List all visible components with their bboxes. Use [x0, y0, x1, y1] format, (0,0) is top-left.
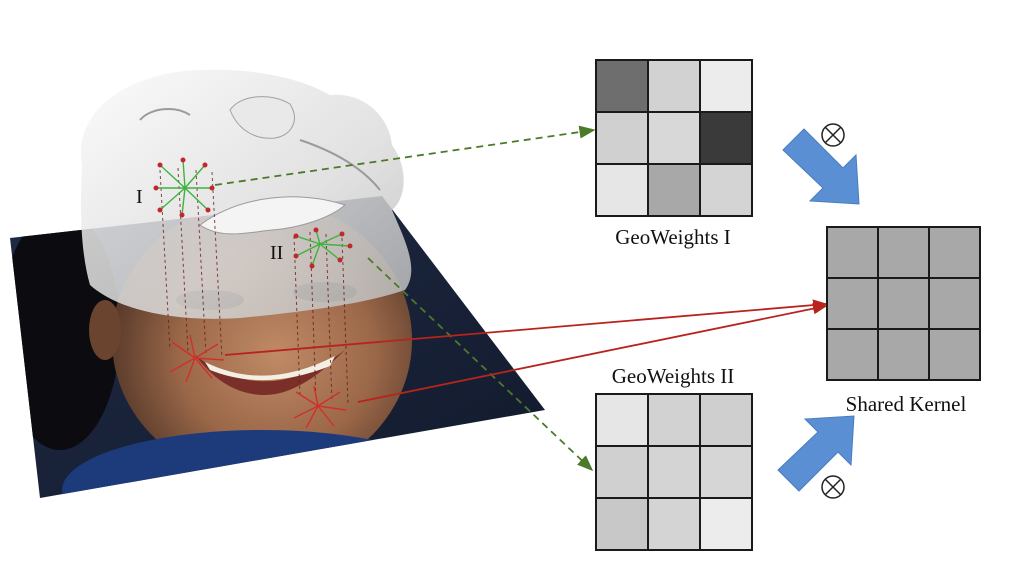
- geoweights-one-cell: [595, 163, 649, 217]
- geoweights-one-cell: [647, 59, 701, 113]
- marker-one-label: I: [136, 186, 143, 208]
- shared-kernel-cell: [826, 328, 879, 381]
- shared-kernel-cell: [826, 277, 879, 330]
- geoweights-one-cell: [699, 111, 753, 165]
- geoweights-two-cell: [595, 445, 649, 499]
- shared-kernel-cell: [928, 277, 981, 330]
- blue-arrow-up-icon: [777, 415, 855, 492]
- shared-kernel-cell: [877, 226, 930, 279]
- shared-kernel-cell: [877, 328, 930, 381]
- shared-kernel-grid: [826, 226, 981, 381]
- geoweights-one-title: GeoWeights I: [615, 225, 731, 249]
- link-arrow-kernel-one: [224, 299, 828, 356]
- geoweights-two-cell: [647, 497, 701, 551]
- mesh-patch-one: [153, 157, 215, 218]
- geoweights-one-grid: [595, 59, 753, 217]
- shared-kernel-title: Shared Kernel: [846, 392, 967, 416]
- geoweights-two-title: GeoWeights II: [612, 364, 735, 388]
- link-arrow-geoweights-two: [367, 257, 594, 472]
- geoweights-two-grid: [595, 393, 753, 551]
- shared-kernel-cell: [928, 328, 981, 381]
- geoweights-one-cell: [595, 59, 649, 113]
- geoweights-one-cell: [699, 59, 753, 113]
- shared-kernel-cell: [826, 226, 879, 279]
- shared-kernel-cell: [928, 226, 981, 279]
- mesh-patch-two: [293, 227, 353, 269]
- geoweights-one-cell: [647, 163, 701, 217]
- geoweights-two-cell: [647, 445, 701, 499]
- geoweights-two-cell: [595, 497, 649, 551]
- geoweights-one-cell: [699, 163, 753, 217]
- shared-kernel-cell: [877, 277, 930, 330]
- geoweights-one-cell: [647, 111, 701, 165]
- image-patch-two: [293, 385, 347, 429]
- face-mesh: [80, 69, 412, 319]
- multiply-top-icon: [821, 123, 845, 147]
- geoweights-two-cell: [699, 497, 753, 551]
- blue-arrow-down-icon: [782, 128, 860, 205]
- link-arrow-geoweights-one: [214, 125, 596, 186]
- geoweights-two-cell: [595, 393, 649, 447]
- geoweights-two-cell: [647, 393, 701, 447]
- marker-two-label: II: [270, 242, 283, 264]
- multiply-bottom-icon: [821, 475, 845, 499]
- geoweights-one-cell: [595, 111, 649, 165]
- geoweights-two-cell: [699, 393, 753, 447]
- link-arrow-kernel-two: [357, 302, 828, 403]
- image-patch-one: [169, 334, 225, 383]
- geoweights-two-cell: [699, 445, 753, 499]
